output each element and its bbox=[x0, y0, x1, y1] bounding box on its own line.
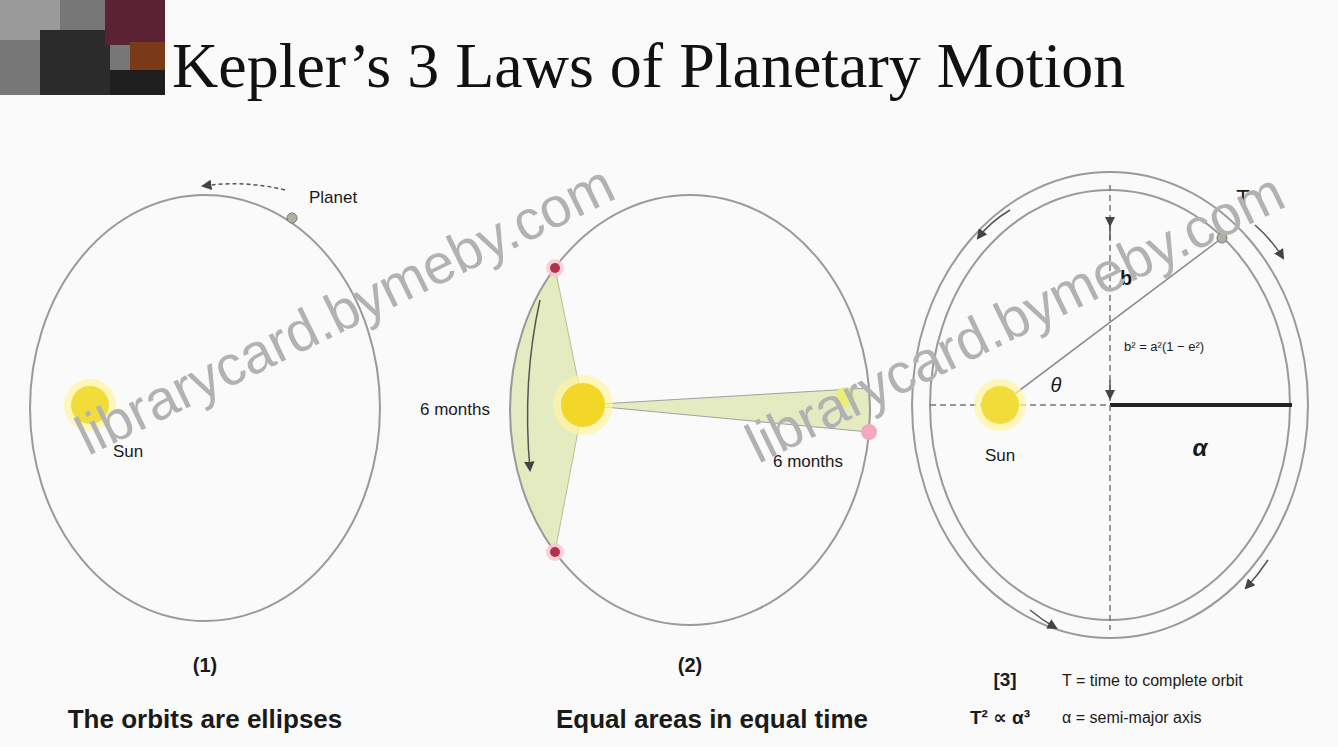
law-formula: T² ∝ α³ bbox=[970, 707, 1030, 729]
angle-symbol: θ bbox=[1049, 374, 1064, 397]
semi-major-symbol: α bbox=[1191, 434, 1210, 462]
callout-number: (1) bbox=[193, 654, 217, 677]
formula-label: b² = a²(1 − e²) bbox=[1122, 340, 1206, 355]
watermark: librarycard.bymeby.com bbox=[736, 160, 1295, 477]
law-caption: The orbits are ellipses bbox=[68, 705, 343, 735]
planet-label: Planet bbox=[307, 188, 359, 208]
diagram-title: Kepler’s 3 Laws of Planetary Motion bbox=[172, 29, 1125, 103]
definition-note: T = time to complete orbit bbox=[1062, 672, 1243, 690]
duration-label: 6 months bbox=[418, 400, 492, 420]
sun-label: Sun bbox=[983, 446, 1017, 466]
corner-thumbnail bbox=[0, 0, 165, 95]
callout-number: (2) bbox=[678, 654, 702, 677]
callout-number: [3] bbox=[993, 669, 1016, 691]
law-caption: Equal areas in equal time bbox=[556, 705, 868, 735]
definition-note: α = semi-major axis bbox=[1062, 709, 1202, 727]
